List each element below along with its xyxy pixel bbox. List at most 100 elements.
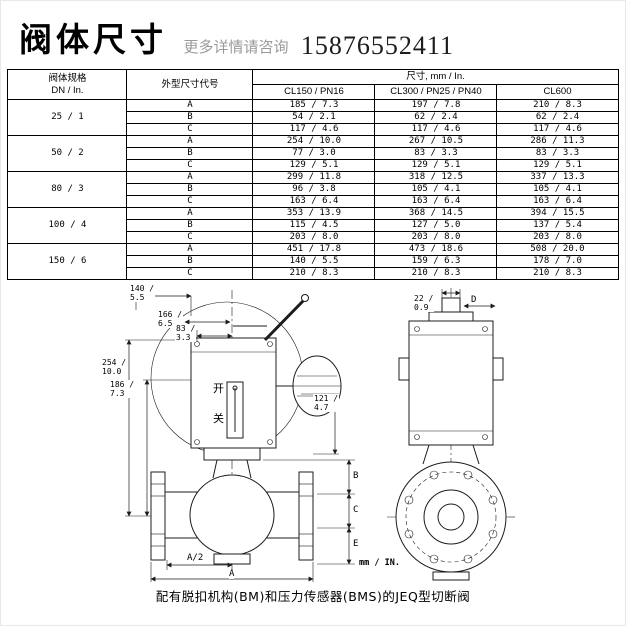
dimension-table: 阀体规格 DN / In. 外型尺寸代号 尺寸, mm / In. CL150 … <box>7 69 619 280</box>
dimension-value-cell: 210 / 8.3 <box>252 267 376 280</box>
dimension-value-cell: 163 / 6.4 <box>496 195 619 208</box>
dimension-value-cell: 77 / 3.0 <box>252 147 376 160</box>
dn-spec-cell: 150 / 6 <box>7 243 128 280</box>
table-header-row: 阀体规格 DN / In. 外型尺寸代号 尺寸, mm / In. <box>7 69 619 100</box>
dimension-value-cell: 178 / 7.0 <box>496 255 619 268</box>
dim-83-label: 83 / 3.3 <box>175 324 197 342</box>
valve-drawing-svg <box>125 288 515 582</box>
size-code-cell: B <box>126 111 254 124</box>
dim-140-label: 140 / 5.5 <box>129 284 156 302</box>
dimension-value-cell: 129 / 5.1 <box>496 159 619 172</box>
drawing-caption: 配有脱扣机构(BM)和压力传感器(BMS)的JEQ型切断阀 <box>155 589 471 604</box>
dimension-value-cell: 210 / 8.3 <box>374 267 498 280</box>
dim-a-label: A <box>229 569 235 579</box>
dimension-value-cell: 140 / 5.5 <box>252 255 376 268</box>
size-code-cell: C <box>126 195 254 208</box>
size-code-cell: B <box>126 147 254 160</box>
dim-121-label: 121 / 4.7 <box>313 394 340 412</box>
dimension-value-cell: 197 / 7.8 <box>374 99 498 112</box>
dimension-value-cell: 203 / 8.0 <box>496 231 619 244</box>
dim-22-label: 22 / 0.9 <box>413 294 435 312</box>
dimension-value-cell: 508 / 20.0 <box>496 243 619 256</box>
dimension-value-cell: 115 / 4.5 <box>252 219 376 232</box>
dimension-value-cell: 210 / 8.3 <box>496 267 619 280</box>
dim-b-label: B <box>353 471 359 481</box>
dimension-value-cell: 267 / 10.5 <box>374 135 498 148</box>
dimension-value-cell: 254 / 10.0 <box>252 135 376 148</box>
dimension-value-cell: 117 / 4.6 <box>496 123 619 136</box>
page-header: 阀体尺寸 更多详情请咨询 15876552411 <box>1 1 625 65</box>
dim-a-half-label: A/2 <box>187 553 204 563</box>
contact-phone: 15876552411 <box>300 31 454 60</box>
valve-front-view <box>387 288 515 581</box>
dimension-value-cell: 105 / 4.1 <box>496 183 619 196</box>
dimension-value-cell: 353 / 13.9 <box>252 207 376 220</box>
dimension-value-cell: 83 / 3.3 <box>374 147 498 160</box>
dimension-value-cell: 368 / 14.5 <box>374 207 498 220</box>
table-class-header-row: CL150 / PN16 CL300 / PN25 / PN40 CL600 <box>8 84 619 100</box>
size-code-cell: B <box>126 219 254 232</box>
dim-166-label: 166 / 6.5 <box>157 310 184 328</box>
size-code-cell: C <box>126 123 254 136</box>
dn-spec-cell: 25 / 1 <box>7 99 128 136</box>
dimension-value-cell: 96 / 3.8 <box>252 183 376 196</box>
dimension-value-cell: 129 / 5.1 <box>252 159 376 172</box>
class-header-cl300: CL300 / PN25 / PN40 <box>374 84 498 100</box>
size-code-cell: B <box>126 183 254 196</box>
dimension-value-cell: 159 / 6.3 <box>374 255 498 268</box>
dimension-value-cell: 127 / 5.0 <box>374 219 498 232</box>
dimension-value-cell: 451 / 17.8 <box>252 243 376 256</box>
dimension-value-cell: 299 / 11.8 <box>252 171 376 184</box>
dimension-value-cell: 203 / 8.0 <box>374 231 498 244</box>
size-code-cell: A <box>126 171 254 184</box>
contact-hint: 更多详情请咨询 <box>183 39 289 56</box>
dim-186-label: 186 / 7.3 <box>109 380 136 398</box>
dimension-value-cell: 117 / 4.6 <box>252 123 376 136</box>
size-code-cell: A <box>126 243 254 256</box>
dimension-value-cell: 62 / 2.4 <box>374 111 498 124</box>
technical-drawing: 140 / 5.5 166 / 6.5 83 / 3.3 254 / 10.0 … <box>1 282 626 584</box>
dn-spec-cell: 80 / 3 <box>7 171 128 208</box>
dimension-value-cell: 105 / 4.1 <box>374 183 498 196</box>
size-code-cell: A <box>126 99 254 112</box>
dimension-value-cell: 163 / 6.4 <box>374 195 498 208</box>
dimension-value-cell: 83 / 3.3 <box>496 147 619 160</box>
dim-254-label: 254 / 10.0 <box>101 358 128 376</box>
size-header-cell: 尺寸, mm / In. <box>252 69 619 85</box>
dim-e-label: E <box>353 539 359 549</box>
dimension-value-cell: 394 / 15.5 <box>496 207 619 220</box>
code-header-cell: 外型尺寸代号 <box>126 69 254 100</box>
size-code-cell: A <box>126 135 254 148</box>
dimension-value-cell: 318 / 12.5 <box>374 171 498 184</box>
dimension-table-head: 阀体规格 DN / In. 外型尺寸代号 尺寸, mm / In. CL150 … <box>7 69 619 100</box>
dimension-value-cell: 337 / 13.3 <box>496 171 619 184</box>
spec-header-cell: 阀体规格 DN / In. <box>7 69 128 100</box>
open-label: 开 <box>213 383 224 395</box>
class-header-cl150: CL150 / PN16 <box>252 84 376 100</box>
dimension-value-cell: 203 / 8.0 <box>252 231 376 244</box>
size-code-cell: C <box>126 159 254 172</box>
size-code-cell: A <box>126 207 254 220</box>
units-label: mm / IN. <box>359 558 400 568</box>
dimension-value-cell: 163 / 6.4 <box>252 195 376 208</box>
dim-c-label: C <box>353 505 359 515</box>
dn-spec-cell: 50 / 2 <box>7 135 128 172</box>
size-code-cell: B <box>126 255 254 268</box>
size-code-cell: C <box>126 267 254 280</box>
dimension-value-cell: 185 / 7.3 <box>252 99 376 112</box>
dimension-value-cell: 62 / 2.4 <box>496 111 619 124</box>
dimension-value-cell: 129 / 5.1 <box>374 159 498 172</box>
dimension-value-cell: 210 / 8.3 <box>496 99 619 112</box>
dim-d-label: D <box>471 295 477 305</box>
dn-spec-cell: 100 / 4 <box>7 207 128 244</box>
dimension-value-cell: 117 / 4.6 <box>374 123 498 136</box>
